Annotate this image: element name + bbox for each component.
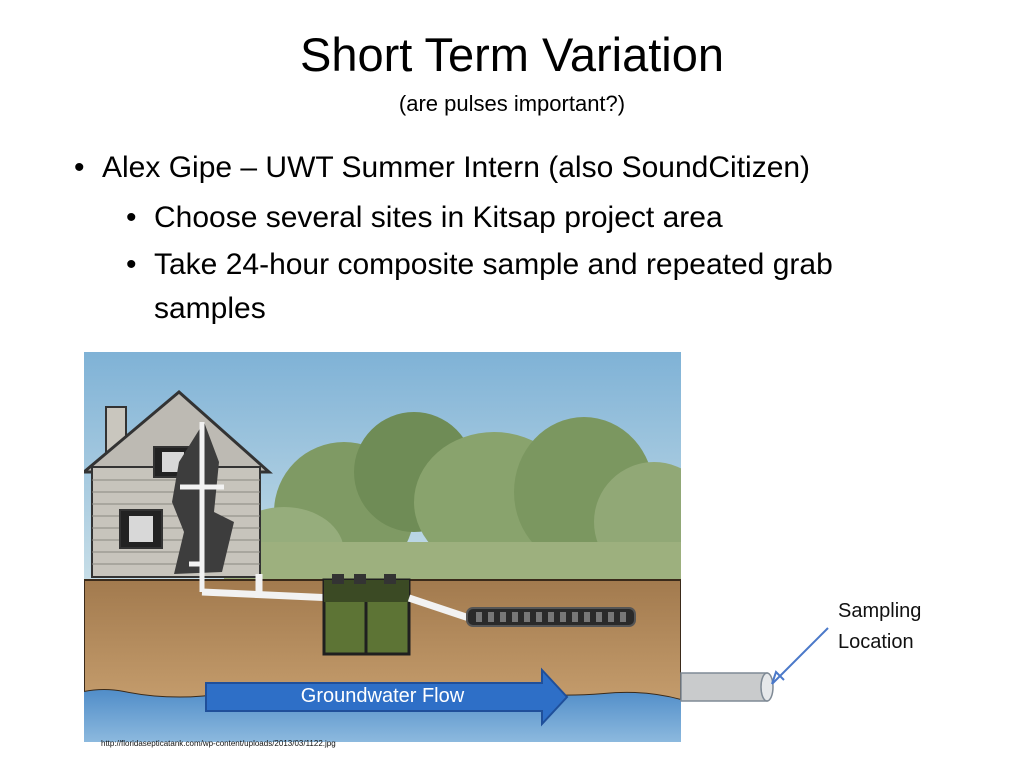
bullet-marker: •	[126, 248, 137, 281]
illustration-canvas	[84, 352, 681, 742]
house-sewer-pipe	[201, 574, 335, 602]
flow-arrow-icon	[205, 667, 569, 727]
septic-system-illustration	[84, 352, 681, 742]
bullet-marker: •	[74, 151, 85, 184]
callout-line: Sampling	[838, 600, 922, 622]
drain-field-icon	[466, 607, 636, 627]
groundwater-flow-label: Groundwater Flow	[300, 685, 465, 707]
sampling-location-callout: Sampling Location	[838, 596, 921, 658]
bullet-text: Choose several sites in Kitsap project a…	[154, 201, 723, 234]
bullet-marker: •	[126, 201, 137, 234]
callout-line: Location	[838, 631, 914, 653]
slide-subtitle: (are pulses important?)	[398, 91, 626, 116]
slide-title: Short Term Variation	[299, 28, 725, 81]
image-credit: http://floridasepticatank.com/wp-content…	[101, 739, 336, 748]
outlet-pipe-icon	[680, 672, 774, 702]
house-illustration	[84, 390, 273, 592]
effluent-pipe	[407, 594, 471, 622]
bullet-text: Take 24-hour composite sample and repeat…	[154, 248, 833, 325]
callout-arrow-icon	[771, 627, 829, 685]
bullet-text: Alex Gipe – UWT Summer Intern (also Soun…	[102, 151, 811, 184]
septic-tank-icon	[322, 574, 411, 656]
